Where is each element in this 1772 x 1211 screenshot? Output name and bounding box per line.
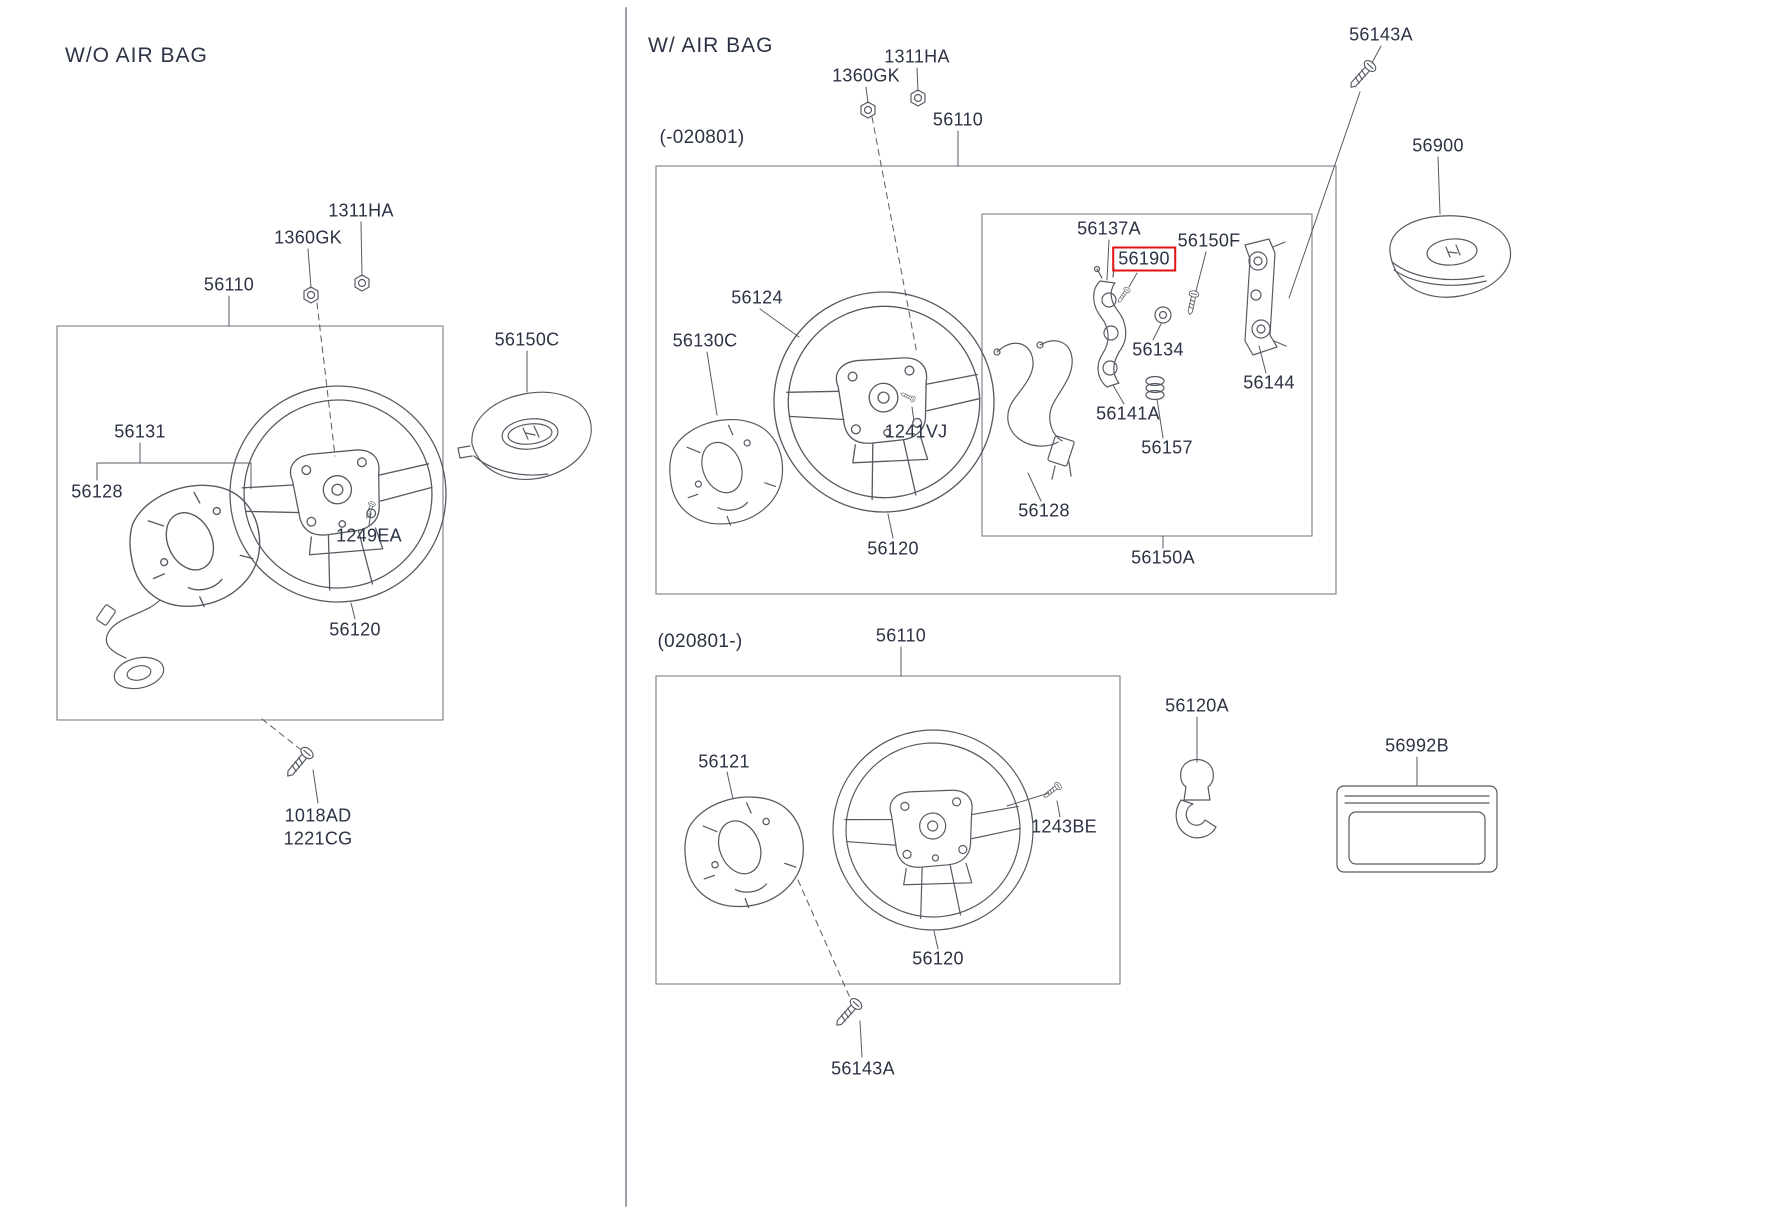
horn-wire-and-ring-56128 [96, 599, 165, 690]
part-label-1243BE: 1243BE [1031, 816, 1097, 837]
steering-wheel-w-airbag-late [824, 721, 1042, 939]
part-label-1221CG: 1221CG [283, 828, 353, 849]
spring-56157 [1145, 375, 1165, 401]
part-label-56120A: 56120A [1165, 695, 1229, 716]
part-label-1311HA: 1311HA [328, 200, 394, 221]
screw-icon-56190 [1115, 285, 1132, 305]
part-label-1249EA: 1249EA [336, 525, 402, 546]
variant-label-020801: (020801-) [657, 631, 743, 652]
part-label-1360GK: 1360GK [274, 227, 342, 248]
part-label-56124: 56124 [731, 287, 783, 308]
info-label-plate-56992B [1336, 785, 1498, 873]
part-label-56141A: 56141A [1096, 403, 1160, 424]
wiring-harness-56141A [993, 340, 1075, 480]
wheel-body-cover-56130C [662, 412, 791, 534]
nut-icon-1311HA-left [354, 274, 370, 292]
part-label-56150F: 56150F [1177, 230, 1241, 251]
variant-label-020801: (-020801) [659, 127, 745, 148]
part-label-56120: 56120 [329, 619, 381, 640]
part-label-56130C: 56130C [672, 330, 738, 351]
assembly-box-w-airbag-early [655, 165, 1337, 595]
wheel-body-cover-56131 [118, 473, 273, 620]
damper-56134 [1154, 306, 1172, 324]
assembly-boxes [56, 165, 1337, 985]
part-label-56143A: 56143A [1349, 24, 1413, 45]
part-label-56992B: 56992B [1385, 735, 1449, 756]
part-label-56143A: 56143A [831, 1058, 895, 1079]
screw-icon-1241VJ [899, 390, 917, 403]
part-label-56128: 56128 [71, 481, 123, 502]
part-label-1311HA: 1311HA [884, 46, 950, 67]
steering-wheel-w-airbag-early [762, 280, 1006, 524]
slip-ring-56144 [1244, 238, 1287, 356]
leader-lines [96, 45, 1441, 1058]
airbag-module-56900 [1389, 215, 1512, 298]
assembly-box-wo-airbag [56, 325, 444, 721]
part-label-56120: 56120 [867, 538, 919, 559]
nut-icon-1311HA-right [910, 89, 926, 107]
nut-icon-1360GK-left [303, 286, 319, 304]
part-label-56150A: 56150A [1131, 547, 1195, 568]
screw-icon-1243BE [1040, 780, 1064, 801]
part-label-56134: 56134 [1132, 339, 1184, 360]
part-label-56190: 56190 [1112, 246, 1176, 272]
part-label-1360GK: 1360GK [832, 65, 900, 86]
part-label-56131: 56131 [114, 421, 166, 442]
horn-pad-56150C [457, 391, 592, 480]
section-title-w-airbag: W/ AIR BAG [648, 34, 774, 57]
part-label-56110: 56110 [203, 274, 255, 295]
part-label-56900: 56900 [1412, 135, 1464, 156]
assembly-box-w-airbag-late [655, 675, 1121, 985]
alignment-dashed-lines [261, 116, 918, 1001]
part-label-56157: 56157 [1141, 437, 1193, 458]
section-title-wo-airbag: W/O AIR BAG [65, 44, 208, 67]
part-label-56150C: 56150C [494, 329, 560, 350]
part-label-56137A: 56137A [1077, 218, 1141, 239]
part-label-56110: 56110 [875, 625, 927, 646]
contact-assembly-56137A [1093, 265, 1127, 388]
nut-icon-1360GK-right [860, 101, 876, 119]
part-label-56121: 56121 [698, 751, 750, 772]
steering-wheel-wo-airbag [215, 371, 461, 617]
wheel-body-cover-56121 [677, 789, 812, 917]
screw-icon-56143A-top [1345, 57, 1379, 93]
part-label-1241VJ: 1241VJ [884, 421, 948, 442]
assembly-box-contact-kit [981, 213, 1313, 537]
part-label-1018AD: 1018AD [284, 805, 352, 826]
knob-56120A [1175, 758, 1217, 839]
part-label-56128: 56128 [1018, 500, 1070, 521]
part-label-56110: 56110 [932, 109, 984, 130]
screw-icon-56150F [1184, 289, 1200, 316]
screw-icon-56143A-bottom [831, 995, 865, 1031]
part-label-56144: 56144 [1243, 372, 1295, 393]
part-label-56120: 56120 [912, 948, 964, 969]
screw-icon-1018AD [281, 744, 316, 782]
